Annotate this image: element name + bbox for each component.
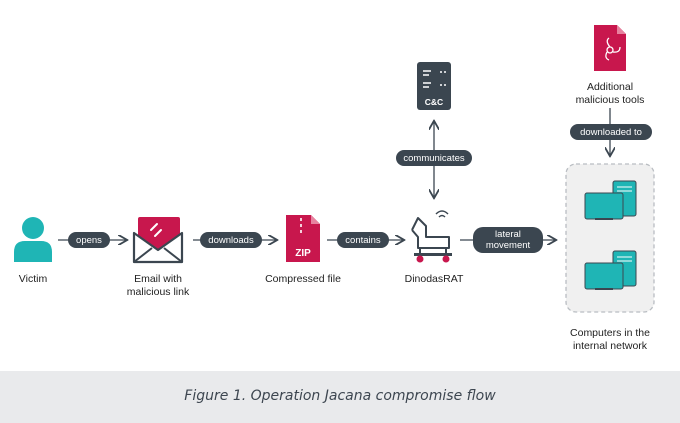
caption-bar — [0, 371, 680, 423]
computer-icon — [584, 250, 637, 290]
cnc-label: C&C — [425, 97, 443, 107]
edge-label-downloads: downloads — [200, 232, 262, 248]
victim-label: Victim — [18, 273, 48, 285]
zip-label: ZIP — [295, 248, 311, 259]
edge-label-communicates: communicates — [396, 150, 472, 166]
edge-label-contains: contains — [337, 232, 389, 248]
figure-caption: Figure 1. Operation Jacana compromise fl… — [184, 388, 496, 404]
computer-icon — [584, 180, 637, 220]
email-label: Email with malicious link — [126, 273, 190, 298]
trojan-horse-icon — [411, 210, 452, 263]
internal-network-label: Computers in the internal network — [570, 327, 650, 352]
cnc-server-icon: C&C — [417, 62, 451, 110]
email-icon — [132, 217, 184, 264]
additional-tools-label: Additional malicious tools — [575, 81, 645, 106]
edge-label-downloaded-to: downloaded to — [570, 124, 652, 140]
malicious-tool-file-icon — [594, 25, 626, 71]
dinodasrat-label: DinodasRAT — [404, 273, 464, 285]
edge-label-lateral-movement: lateral movement — [473, 227, 543, 253]
victim-icon — [14, 217, 52, 262]
edge-label-opens: opens — [68, 232, 110, 248]
flow-diagram: ZIP C&C — [14, 25, 655, 313]
zip-file-icon: ZIP — [286, 215, 320, 262]
compressed-file-label: Compressed file — [265, 273, 341, 285]
